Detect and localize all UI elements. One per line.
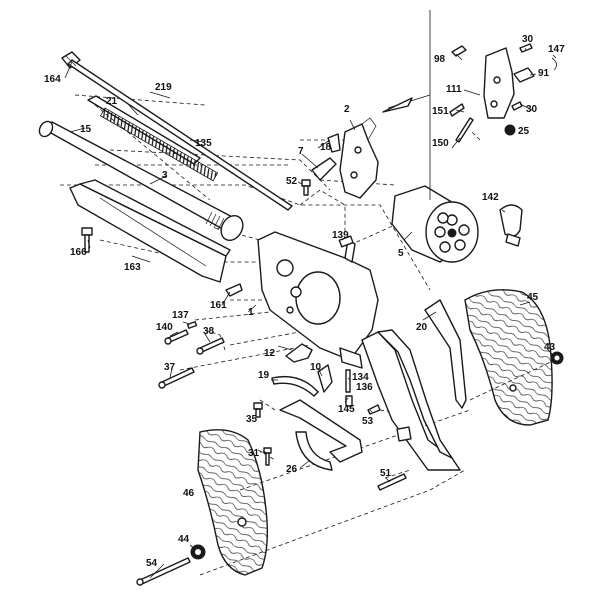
nut-43-part xyxy=(550,351,564,365)
screw-37-part xyxy=(158,367,195,389)
label-145: 145 xyxy=(338,404,355,415)
bolt-12-part xyxy=(285,343,313,363)
ejector-spring-part xyxy=(87,95,219,182)
label-18: 18 xyxy=(320,142,332,153)
label-51: 51 xyxy=(380,468,392,479)
label-31: 31 xyxy=(248,448,260,459)
label-7: 7 xyxy=(298,146,304,157)
screw-53-part xyxy=(367,404,381,415)
label-140: 140 xyxy=(156,322,173,333)
label-44: 44 xyxy=(178,534,190,545)
label-15: 15 xyxy=(80,124,92,135)
screw-54-part xyxy=(136,557,191,586)
part-labels: 164 219 21 15 135 3 166 163 161 137 140 … xyxy=(44,34,565,569)
strip-20-part xyxy=(424,299,467,409)
label-53: 53 xyxy=(362,416,374,427)
grip-panel-46-part xyxy=(197,429,269,576)
label-45: 45 xyxy=(527,292,539,303)
label-26: 26 xyxy=(286,464,298,475)
lockwork-bracket xyxy=(382,10,431,200)
screw-140-part xyxy=(164,329,189,345)
label-46: 46 xyxy=(183,488,195,499)
screw-52-part xyxy=(301,179,311,196)
trigger-guard-part xyxy=(279,399,363,471)
label-161: 161 xyxy=(210,300,227,311)
label-147: 147 xyxy=(548,44,565,55)
label-91: 91 xyxy=(538,68,550,79)
label-10: 10 xyxy=(310,362,322,373)
pin-98-part xyxy=(451,45,467,57)
hammer-alt-part xyxy=(483,47,535,119)
label-52: 52 xyxy=(286,176,298,187)
label-54: 54 xyxy=(146,558,158,569)
label-30a: 30 xyxy=(522,34,534,45)
label-19: 19 xyxy=(258,370,270,381)
label-163: 163 xyxy=(124,262,141,273)
label-5: 5 xyxy=(398,248,404,259)
label-20: 20 xyxy=(416,322,428,333)
pin-137-part xyxy=(186,321,198,329)
hammer-link-part xyxy=(311,133,341,181)
label-142: 142 xyxy=(482,192,499,203)
grip-frame-part xyxy=(361,329,461,471)
label-35: 35 xyxy=(246,414,258,425)
label-135: 135 xyxy=(195,138,212,149)
nut-25-part xyxy=(504,124,516,136)
spring-147-part xyxy=(551,57,557,71)
pin-150-part xyxy=(455,117,474,143)
screw-38-part xyxy=(196,337,225,355)
pin-30-part xyxy=(511,43,533,111)
label-151: 151 xyxy=(432,106,449,117)
label-2: 2 xyxy=(344,104,350,115)
label-150: 150 xyxy=(432,138,449,149)
screw-31-part xyxy=(263,447,272,466)
label-136: 136 xyxy=(356,382,373,393)
part-10 xyxy=(317,364,333,393)
label-37: 37 xyxy=(164,362,176,373)
label-166: 166 xyxy=(70,247,87,258)
label-21: 21 xyxy=(106,96,118,107)
label-139: 139 xyxy=(332,230,349,241)
pin-134-136-part xyxy=(345,369,351,393)
screw-35-part xyxy=(253,402,263,418)
spring-19-part xyxy=(271,375,319,397)
ejector-rod-part xyxy=(61,51,293,211)
pin-51-part xyxy=(377,473,407,491)
grip-panel-45-part xyxy=(464,289,553,426)
hammer-part xyxy=(339,117,379,199)
label-43: 43 xyxy=(544,342,556,353)
ejector-housing-part xyxy=(69,179,231,283)
leader-lines xyxy=(64,47,557,579)
label-98: 98 xyxy=(434,54,446,65)
label-25: 25 xyxy=(518,126,530,137)
label-1: 1 xyxy=(248,307,254,318)
screw-166-part xyxy=(81,227,93,253)
label-219: 219 xyxy=(155,82,172,93)
label-134: 134 xyxy=(352,372,369,383)
loading-gate-part xyxy=(499,204,523,247)
label-137: 137 xyxy=(172,310,189,321)
cylinder-part xyxy=(391,185,479,263)
frame-part xyxy=(257,231,379,369)
barrel-part xyxy=(38,120,244,242)
label-30b: 30 xyxy=(526,104,538,115)
label-164: 164 xyxy=(44,74,61,85)
label-3: 3 xyxy=(162,170,168,181)
label-38: 38 xyxy=(203,326,215,337)
label-12: 12 xyxy=(264,348,276,359)
label-111: 111 xyxy=(446,84,462,95)
nut-44-part xyxy=(190,544,206,560)
